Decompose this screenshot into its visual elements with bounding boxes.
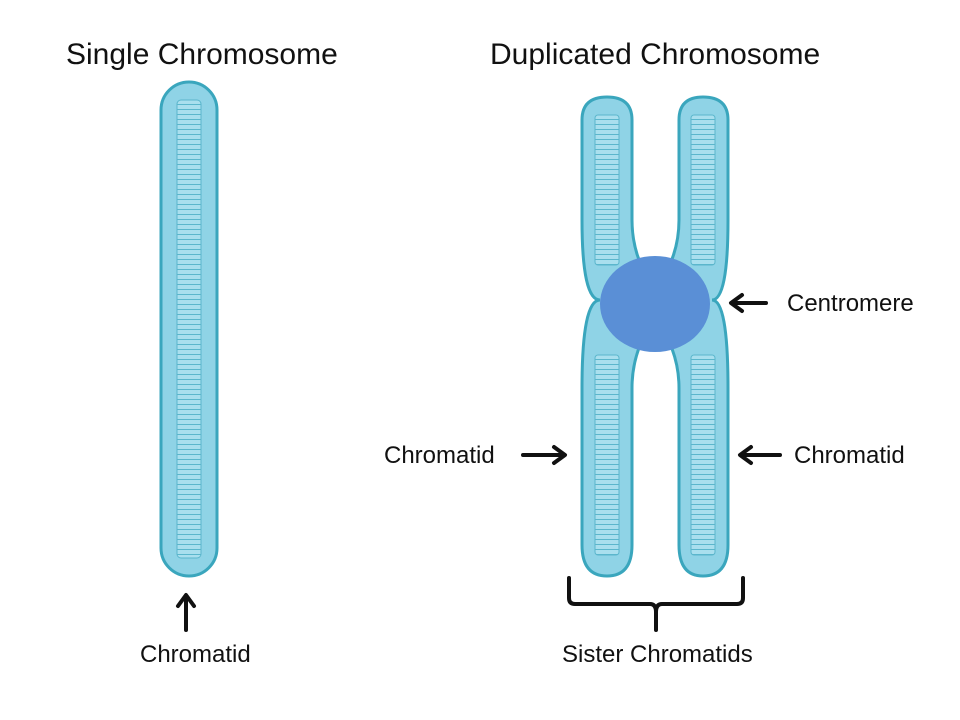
centromere-label: Centromere	[787, 290, 914, 317]
centromere	[600, 256, 710, 352]
single-chromatid-label: Chromatid	[140, 641, 251, 668]
sister-chromatids-label: Sister Chromatids	[562, 641, 753, 668]
duplicated-chromosome-title: Duplicated Chromosome	[490, 38, 821, 71]
sister-chromatids-brace-icon	[567, 576, 745, 632]
left-chromatid-arrow-icon	[521, 445, 567, 465]
centromere-arrow-icon	[729, 293, 768, 313]
single-chromatid	[159, 80, 219, 578]
right-chromatid-label: Chromatid	[794, 442, 905, 469]
single-chromatid-arrow-icon	[176, 593, 196, 632]
right-chromatid-arrow-icon	[738, 445, 782, 465]
left-chromatid-label: Chromatid	[384, 442, 495, 469]
single-chromosome-title: Single Chromosome	[66, 38, 338, 71]
